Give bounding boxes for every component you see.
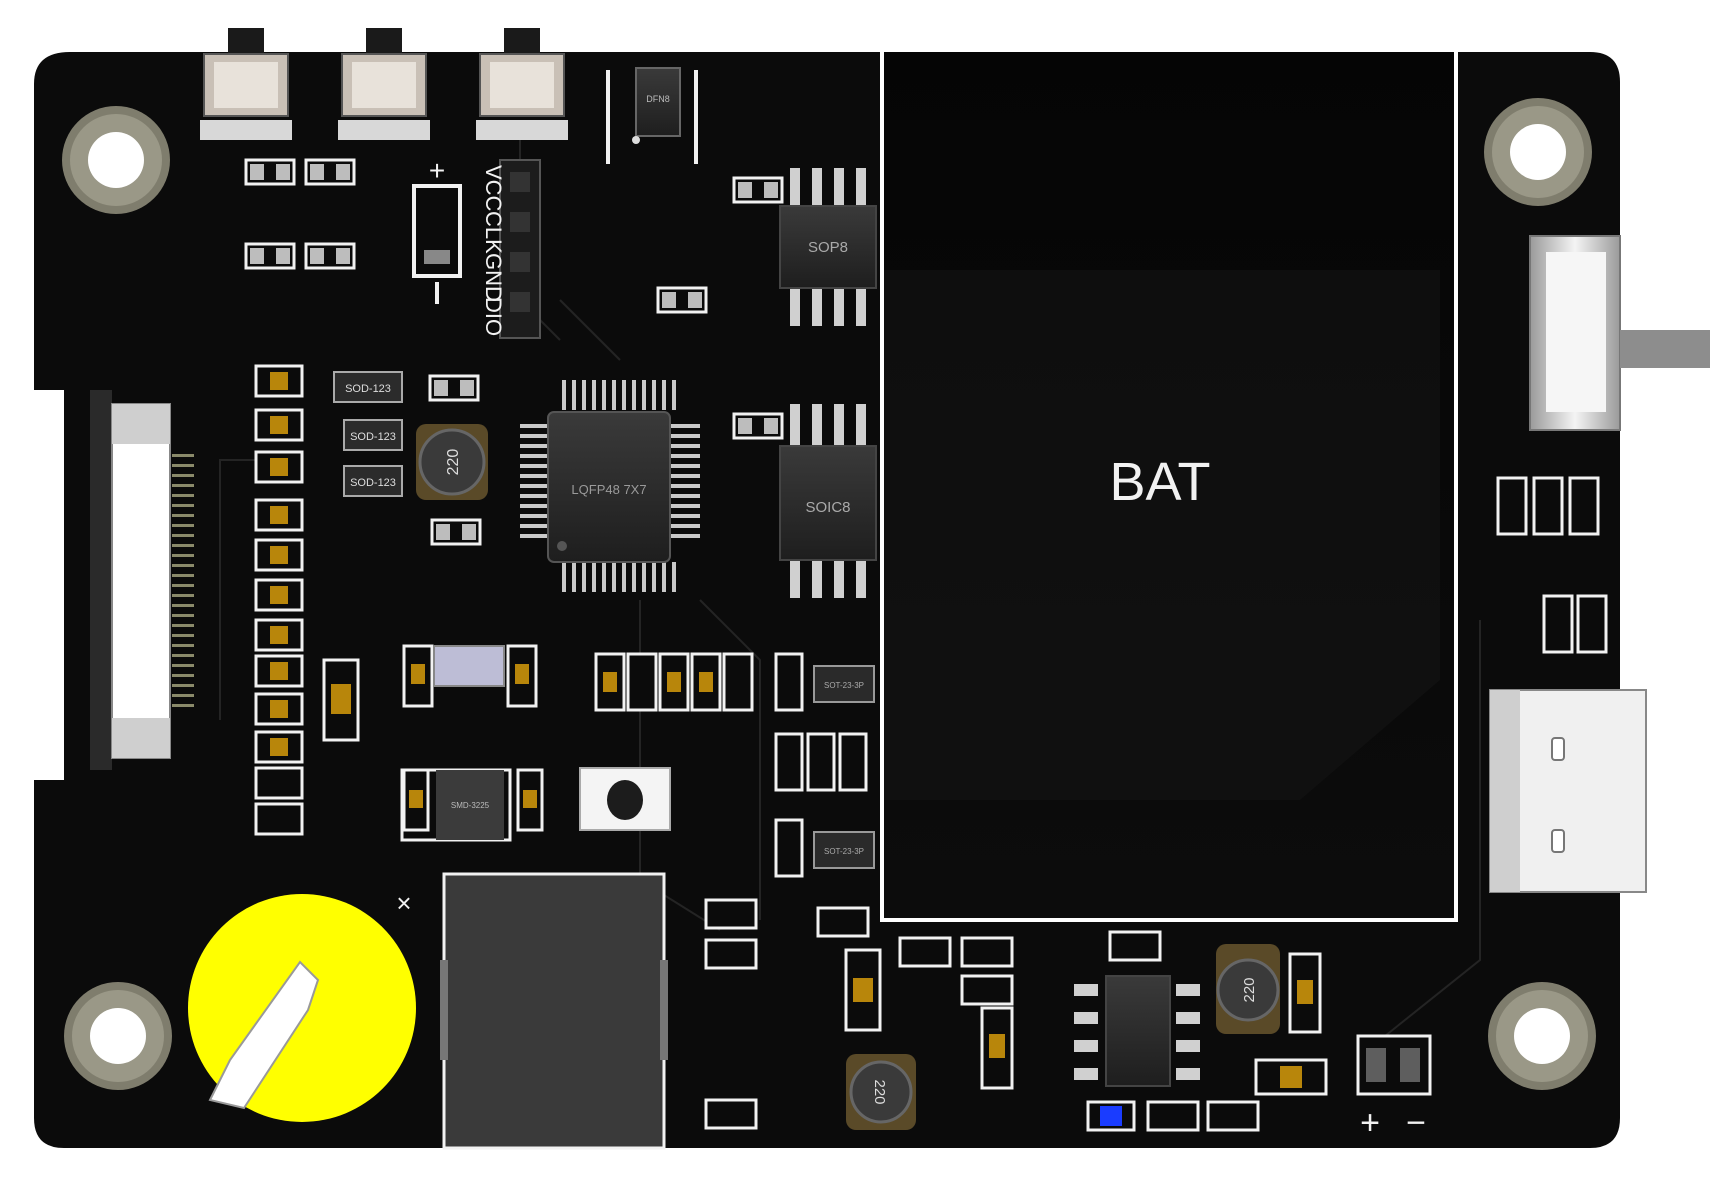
inductor-bottom-label: 220 [871, 1079, 888, 1104]
smd-pad-fills [250, 164, 778, 540]
terminal-minus-label: − [1406, 1104, 1426, 1142]
sod-label-b: SOD-123 [350, 431, 396, 443]
sod-label-a: SOD-123 [345, 383, 391, 395]
coin-cell: × [188, 888, 416, 1122]
blue-led [1086, 1100, 1136, 1132]
misc-smd-right [704, 476, 1608, 1132]
sot23-parts: SOT-23-3P SOT-23-3P [813, 665, 875, 869]
pin-label-dio: DIO [481, 297, 506, 336]
terminal-plus-label: + [1360, 1104, 1380, 1142]
capacitor-mid-left [322, 658, 360, 742]
sop8-chip: SOP8 [779, 168, 877, 326]
power-inductor-large [440, 872, 668, 1150]
inductor-left-label: 220 [445, 449, 462, 476]
slide-switch [1529, 235, 1710, 431]
power-terminal: + − [1356, 1034, 1432, 1142]
coin-pad-mark: × [396, 888, 411, 918]
usb-c-connector [1489, 689, 1647, 893]
header-pin-labels: VCC CLK GND DIO [481, 165, 506, 336]
bottom-right-caps-gold [853, 978, 1313, 1088]
inductor-right: 220 [1216, 944, 1280, 1034]
fpc-connector [90, 390, 194, 770]
dfn-label: DFN8 [646, 94, 670, 104]
inductor-left: 220 [416, 424, 488, 500]
sot23-label-a: SOT-23-3P [824, 681, 864, 690]
battery-pack: BAT [880, 48, 1458, 922]
cap-plus-mark: + [429, 155, 445, 186]
soic8-chip: SOIC8 [779, 404, 877, 598]
mounting-holes [62, 98, 1596, 1090]
pin-label-clk: CLK [481, 211, 506, 254]
passive-row-mid-gold [409, 664, 713, 808]
reset-button [579, 767, 671, 831]
battery-label: BAT [1109, 452, 1210, 512]
soic8-label: SOIC8 [805, 499, 850, 516]
tactile-buttons-top [200, 28, 568, 140]
inductor-bottom: 220 [846, 1054, 916, 1130]
dfn-chip: DFN8 [606, 67, 698, 164]
mcu-lqfp48: LQFP48 7X7 [520, 380, 700, 592]
pin-label-vcc: VCC [481, 165, 506, 212]
polarized-cap-top: + [412, 155, 462, 304]
sod-label-c: SOD-123 [350, 477, 396, 489]
bottom-right-caps [844, 948, 1328, 1096]
bottom-ic [1074, 975, 1200, 1087]
pin-label-gnd: GND [481, 253, 506, 302]
sod-diodes: SOD-123 SOD-123 SOD-123 [333, 371, 403, 497]
cap-minus-mark [435, 282, 439, 304]
smd-inductor-label: SMD-3225 [451, 801, 490, 810]
pin-header: VCC CLK GND DIO [481, 159, 541, 339]
sot23-label-b: SOT-23-3P [824, 847, 864, 856]
inductor-right-label: 220 [1241, 977, 1258, 1002]
resistor-column [254, 364, 304, 836]
crystal [433, 645, 505, 687]
mcu-label: LQFP48 7X7 [571, 482, 646, 497]
sop8-label: SOP8 [808, 239, 848, 256]
